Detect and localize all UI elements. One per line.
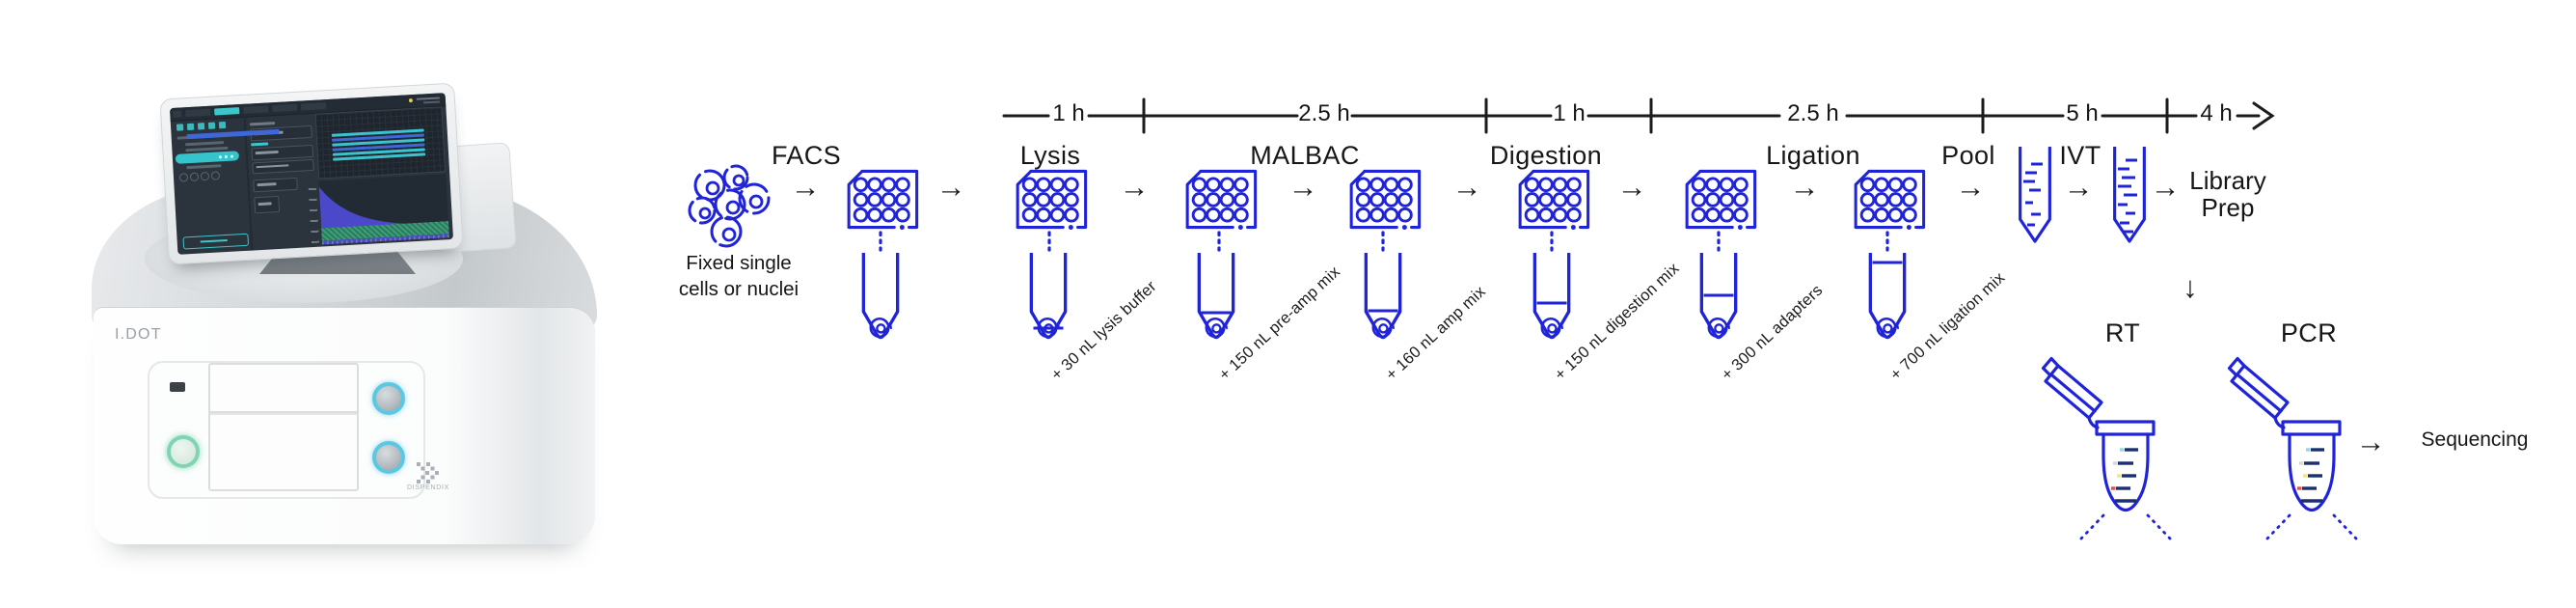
brand-logo: DISPENDIX — [397, 462, 459, 491]
step-label-ligation: Ligation — [1766, 141, 1860, 170]
tablet-display — [159, 82, 464, 265]
single-cell-icon — [1876, 317, 1900, 339]
tablet-screen — [169, 93, 454, 255]
well-lysis — [1029, 253, 1068, 340]
input-caption: Fixed single cells or nuclei — [656, 251, 822, 302]
plate-lysis — [1016, 169, 1088, 230]
step-label-rt: RT — [2104, 318, 2141, 347]
rt-tube-icon — [2041, 356, 2172, 540]
step-label-sequencing: Sequencing — [2421, 428, 2529, 451]
single-cell-icon — [1037, 317, 1061, 339]
arrow-down-icon: ↓ — [2183, 270, 2198, 304]
library-prep-line2: Prep — [2201, 193, 2255, 222]
well-facs — [861, 253, 900, 340]
reagent-annotation-amp: + 160 nL amp mix — [1382, 283, 1489, 384]
reagent-annotation-adapters: + 300 nL adapters — [1718, 281, 1827, 384]
well-digestion — [1532, 253, 1571, 340]
step-label-library-prep: Library Prep — [2172, 167, 2284, 221]
timeline-duration-5: 5 h — [2066, 100, 2099, 126]
input-caption-line2: cells or nuclei — [678, 277, 800, 300]
single-cell-icon — [1707, 317, 1731, 339]
arrow-right-icon: → — [1119, 170, 1150, 204]
drawer-eject-button-top — [372, 382, 405, 415]
input-caption-line1: Fixed single — [686, 252, 792, 274]
step-label-malbac: MALBAC — [1250, 141, 1360, 170]
well-amp — [1364, 253, 1402, 340]
step-label-facs: FACS — [771, 141, 842, 170]
arrow-right-icon: → — [1789, 170, 1820, 204]
arrow-right-icon: → — [1288, 170, 1318, 204]
arrow-right-icon: → — [1955, 170, 1986, 204]
plate-ligation-mix — [1854, 169, 1926, 230]
cells-cluster-icon — [688, 164, 771, 248]
brand-name-label: DISPENDIX — [406, 484, 450, 491]
timeline-duration-6: 4 h — [2200, 100, 2233, 126]
dispendix-chevron-icon — [417, 462, 439, 484]
arrow-right-icon: → — [2355, 425, 2386, 458]
single-cell-icon — [1540, 317, 1564, 339]
status-slot — [170, 382, 185, 392]
timeline-duration-4: 2.5 h — [1787, 100, 1839, 126]
reagent-annotation-digestion: + 150 nL digestion mix — [1551, 260, 1683, 384]
instrument-name-label: I.DOT — [115, 326, 162, 343]
drawer-top — [208, 363, 359, 413]
arrow-right-icon: → — [2150, 170, 2181, 204]
reagent-annotation-ligation: + 700 nL ligation mix — [1886, 268, 2009, 384]
reagent-annotation-lysis: + 30 nL lysis buffer — [1047, 277, 1160, 384]
arrow-right-icon: → — [1616, 170, 1647, 204]
single-cell-icon — [1371, 317, 1396, 339]
well-preamp — [1197, 253, 1235, 340]
timeline-duration-1: 1 h — [1052, 100, 1085, 126]
arrow-right-icon: → — [935, 170, 966, 204]
well-ligation — [1868, 253, 1907, 340]
plate-facs — [847, 169, 919, 230]
plate-digestion — [1518, 169, 1590, 230]
pcr-tube-icon — [2227, 356, 2358, 540]
arrow-right-icon: → — [1451, 170, 1482, 204]
step-label-pcr: PCR — [2280, 318, 2338, 347]
single-cell-icon — [869, 317, 893, 339]
step-label-lysis: Lysis — [1019, 141, 1081, 170]
library-prep-line1: Library — [2189, 166, 2266, 195]
timeline-duration-3: 1 h — [1553, 100, 1586, 126]
screen-dispense-chart — [318, 174, 449, 245]
timeline-duration-2: 2.5 h — [1298, 100, 1350, 126]
step-label-pool: Pool — [1941, 141, 1995, 170]
plate-ligation-adapters — [1685, 169, 1757, 230]
reagent-annotation-preamp: + 150 nL pre-amp mix — [1215, 263, 1343, 384]
power-button — [167, 435, 200, 468]
single-cell-icon — [1205, 317, 1229, 339]
arrow-right-icon: → — [790, 170, 821, 204]
drawer-bottom — [208, 411, 359, 491]
well-adapters — [1699, 253, 1738, 340]
step-label-digestion: Digestion — [1489, 141, 1603, 170]
step-label-ivt: IVT — [2059, 141, 2101, 170]
plate-malbac-amp — [1349, 169, 1422, 230]
arrow-right-icon: → — [2063, 170, 2094, 204]
drawer-eject-button-bottom — [372, 441, 405, 474]
plate-malbac-preamp — [1185, 169, 1258, 230]
